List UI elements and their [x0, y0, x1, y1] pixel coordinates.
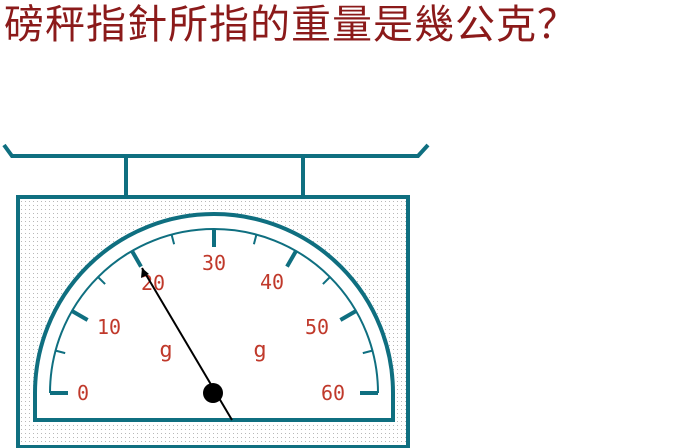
dial-ticks: [50, 229, 378, 395]
needle-pivot: [203, 383, 223, 403]
dial-face: [33, 212, 395, 422]
tick-label-10: 10: [97, 315, 121, 339]
minor-tick: [362, 349, 373, 355]
major-tick: [130, 250, 143, 268]
major-tick: [285, 250, 298, 268]
minor-tick: [55, 349, 66, 355]
minor-tick: [322, 276, 331, 285]
needle-tip: [141, 268, 149, 278]
unit-label-right: g: [253, 338, 266, 363]
tick-label-50: 50: [305, 315, 329, 339]
tick-label-30: 30: [202, 251, 226, 275]
scale-plate: [2, 143, 430, 158]
unit-label-left: g: [159, 338, 172, 363]
minor-tick: [252, 234, 258, 245]
minor-tick: [170, 234, 176, 245]
minor-tick: [97, 276, 106, 285]
tick-label-0: 0: [77, 381, 89, 405]
major-tick: [339, 309, 357, 322]
tick-label-40: 40: [260, 270, 284, 294]
question-text: 磅秤指針所指的重量是幾公克？: [4, 2, 578, 48]
tick-label-60: 60: [321, 381, 345, 405]
major-tick: [71, 309, 89, 322]
